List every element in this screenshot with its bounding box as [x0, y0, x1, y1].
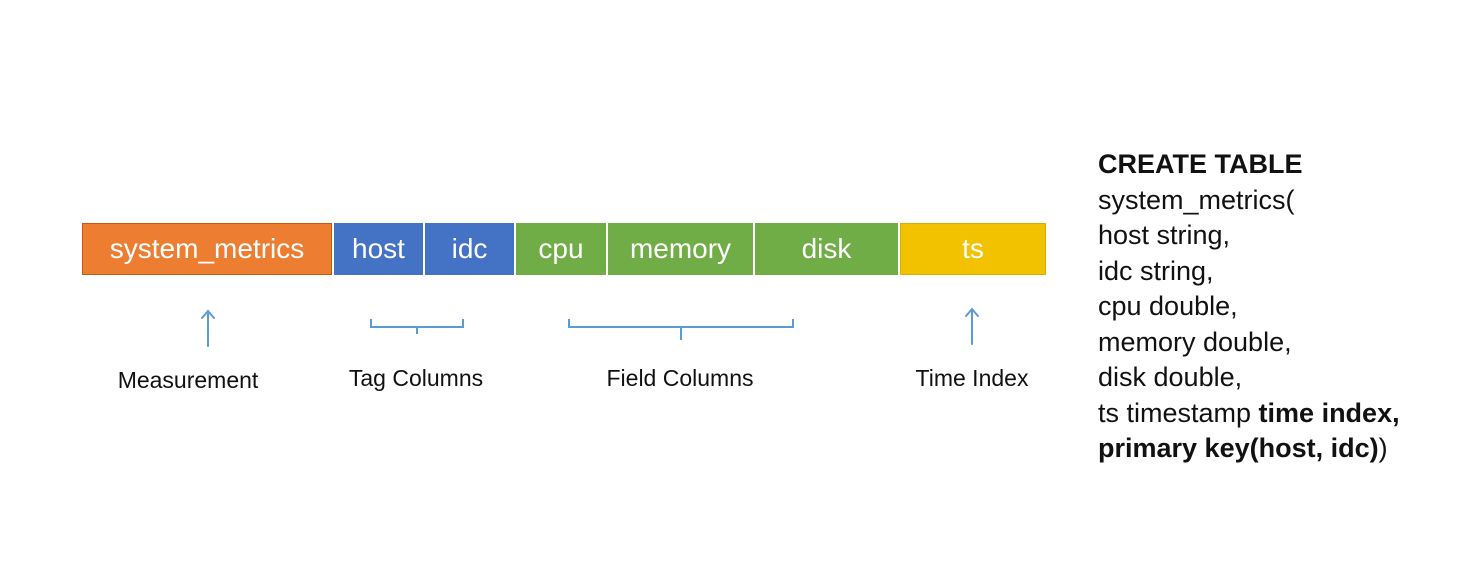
sql-line-4: idc string, [1098, 255, 1214, 286]
field-column-cpu-label: cpu [538, 233, 584, 264]
sql-line-8: ts timestamp time index, [1098, 396, 1400, 432]
field-column-memory: memory [608, 223, 753, 275]
sql-line-1: CREATE TABLE [1098, 147, 1400, 183]
measurement-label: Measurement [117, 367, 259, 393]
sql-create-table-keyword: CREATE TABLE [1098, 149, 1303, 179]
time-index-column: ts [900, 223, 1046, 275]
sql-line-5: cpu double, [1098, 291, 1238, 321]
sql-line-2: system_metrics( [1098, 184, 1295, 215]
time-index-up-arrow-icon [965, 307, 979, 345]
sql-line-8-plain: ts timestamp [1098, 397, 1259, 428]
sql-time-index-keyword: time index, [1258, 397, 1400, 428]
sql-line-7: disk double, [1098, 362, 1243, 392]
field-column-memory-label: memory [629, 233, 732, 264]
sql-line-6: memory double, [1098, 326, 1292, 357]
tag-columns-curly-brace-icon [370, 319, 464, 334]
create-table-statement: CREATE TABLE system_metrics( host string… [1098, 147, 1400, 467]
field-column-disk: disk [755, 223, 898, 275]
tag-columns-label: Tag Columns [348, 365, 484, 391]
field-column-cpu: cpu [516, 223, 606, 275]
time-index-column-label: ts [962, 233, 984, 264]
measurement-column-label: system_metrics [109, 233, 305, 264]
sql-line-3: host string, [1098, 220, 1231, 250]
field-columns-curly-brace-icon [568, 319, 794, 340]
measurement-column: system_metrics [82, 223, 332, 275]
tag-column-host-label: host [352, 233, 405, 264]
field-columns-label: Field Columns [606, 365, 754, 391]
sql-primary-key-clause: primary key(host, idc) [1098, 433, 1379, 463]
measurement-up-arrow-icon [201, 309, 215, 347]
sql-line-9-plain: ) [1378, 433, 1388, 463]
tag-column-idc: idc [425, 223, 514, 275]
sql-line-9: primary key(host, idc)) [1098, 431, 1400, 467]
tag-column-host: host [334, 223, 423, 275]
field-column-disk-label: disk [801, 233, 852, 264]
tag-column-idc-label: idc [451, 233, 488, 264]
time-index-label: Time Index [915, 365, 1029, 391]
